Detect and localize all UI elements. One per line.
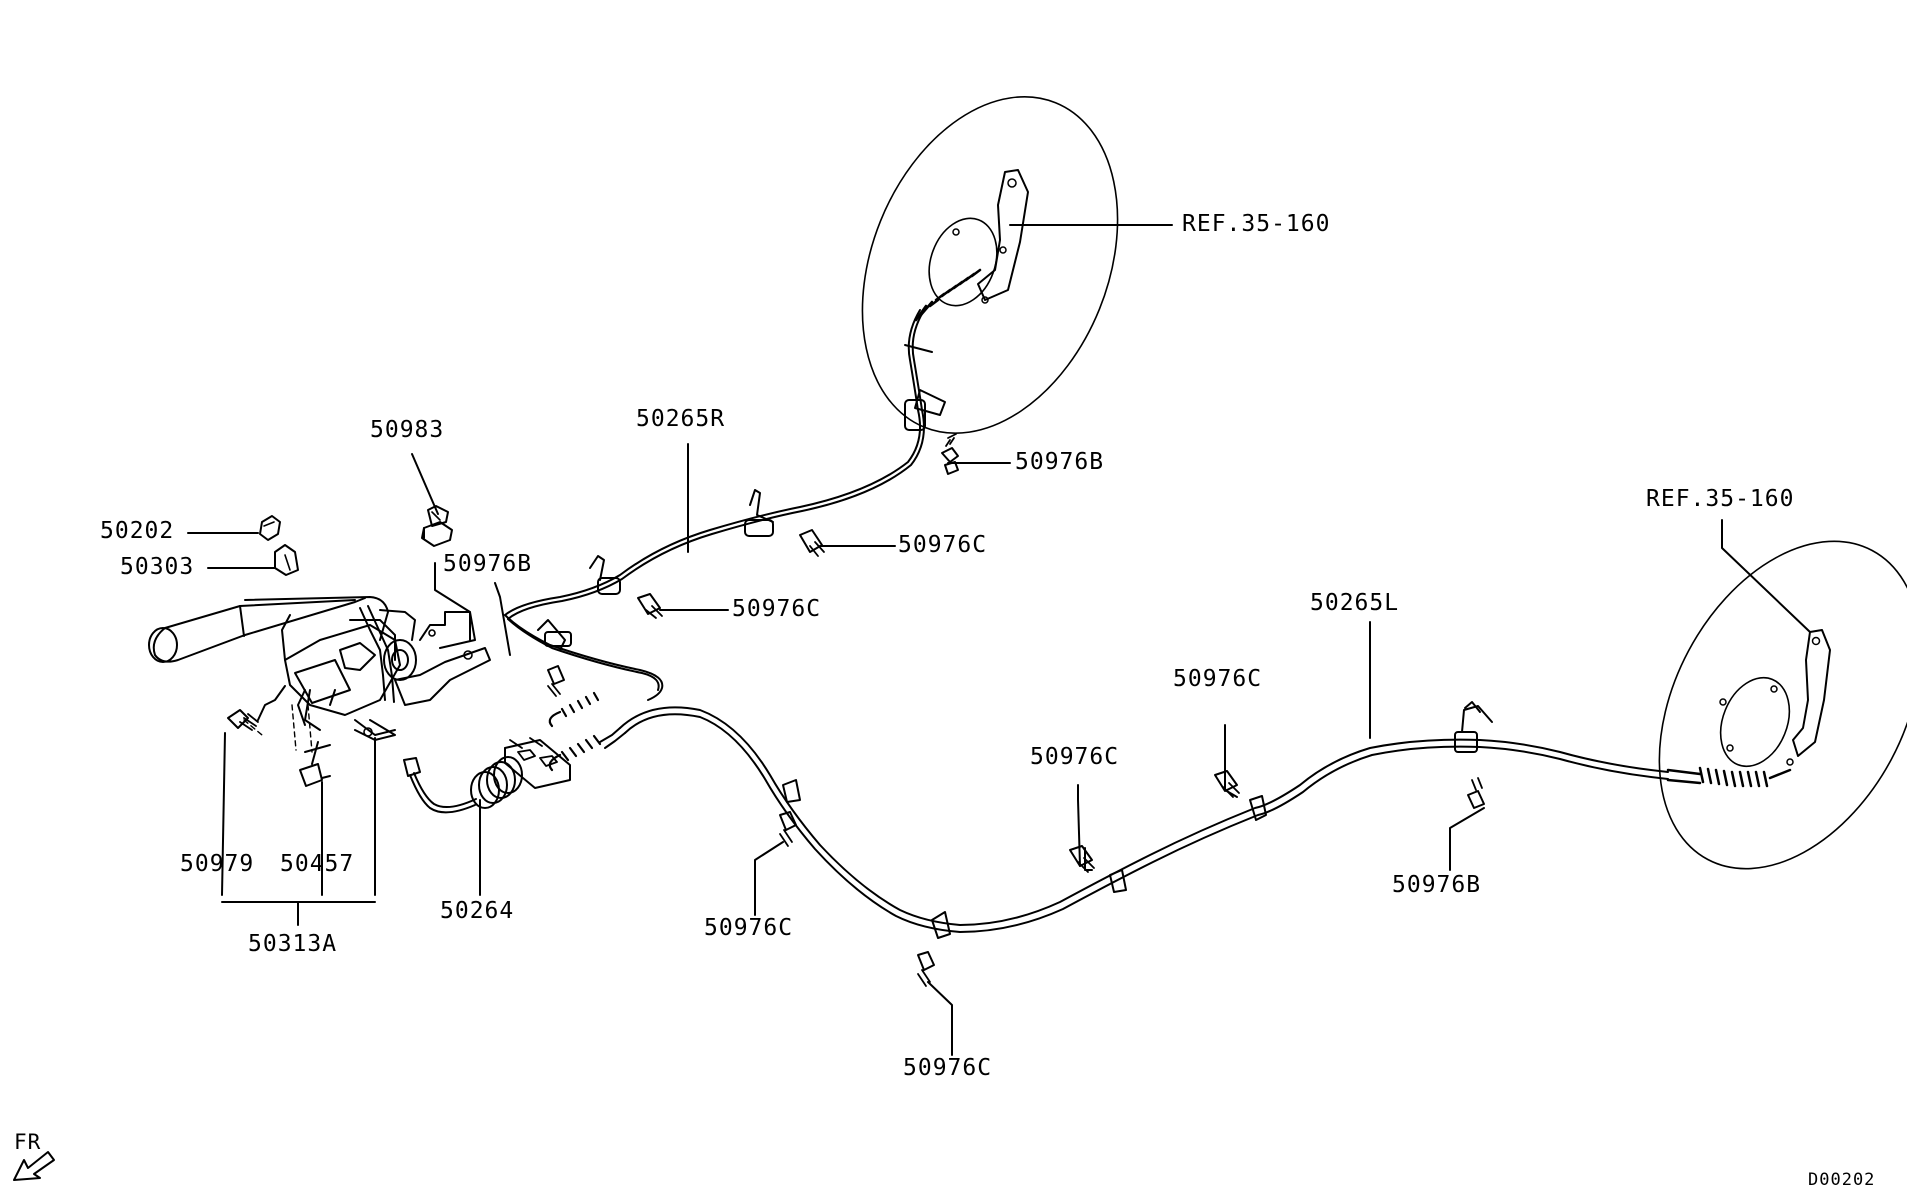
callout-50976C-c: 50976C xyxy=(1173,666,1263,692)
cable-end-springs xyxy=(550,693,600,770)
bolt-50979 xyxy=(228,710,258,730)
nut-50202 xyxy=(260,516,280,540)
dashed-guides xyxy=(244,705,312,752)
callout-50265R: 50265R xyxy=(636,406,726,432)
bolt-50976B-left xyxy=(548,666,564,696)
callout-ref-upper: REF.35-160 xyxy=(1182,211,1331,237)
callout-50976C-d: 50976C xyxy=(1030,744,1120,770)
callout-50976C-upper: 50976C xyxy=(898,532,988,558)
direction-label: FR xyxy=(14,1130,42,1154)
bolt-50976C-a xyxy=(780,812,796,846)
bolt-50976C-mid xyxy=(638,594,662,618)
callout-50983: 50983 xyxy=(370,417,445,443)
brake-backing-plate-right-upper xyxy=(815,59,1165,472)
diagram-code: D00202 xyxy=(1808,1170,1876,1190)
callout-50979: 50979 xyxy=(180,851,255,877)
callout-50976C-mid: 50976C xyxy=(732,596,822,622)
callout-50313A: 50313A xyxy=(248,931,338,957)
callout-50303: 50303 xyxy=(120,554,195,580)
bolt-50976B-upper xyxy=(942,434,958,474)
parking-brake-lever xyxy=(149,597,490,740)
rod-spring-50264 xyxy=(404,757,522,812)
callout-50976C-a: 50976C xyxy=(704,915,794,941)
leader-lines xyxy=(188,225,1810,1055)
callout-50265L: 50265L xyxy=(1310,590,1400,616)
callout-50976B-left: 50976B xyxy=(443,551,533,577)
cable-50265L xyxy=(600,702,1668,938)
callout-50976C-b: 50976C xyxy=(903,1055,993,1081)
callout-50976B-right: 50976B xyxy=(1392,872,1482,898)
switch-50457 xyxy=(300,742,330,786)
clip-50303 xyxy=(275,545,298,575)
cable-50265R xyxy=(505,310,945,700)
callout-50202: 50202 xyxy=(100,518,175,544)
bolt-50976C-c xyxy=(1070,846,1094,872)
bolt-50976C-b xyxy=(918,952,934,986)
callout-50264: 50264 xyxy=(440,898,515,924)
callout-50976B-upper: 50976B xyxy=(1015,449,1105,475)
bolt-50976C-upper xyxy=(800,530,824,556)
callout-50457: 50457 xyxy=(280,851,355,877)
callout-ref-lower: REF.35-160 xyxy=(1646,486,1795,512)
brake-spring-right-lower xyxy=(1668,768,1790,786)
brake-backing-plate-right-lower xyxy=(1606,496,1907,913)
front-direction-arrow-icon xyxy=(14,1152,54,1180)
bolt-50976C-d xyxy=(1215,771,1239,797)
brake-spring-right-upper xyxy=(916,270,980,320)
bolt-50976B-right xyxy=(1468,778,1484,808)
